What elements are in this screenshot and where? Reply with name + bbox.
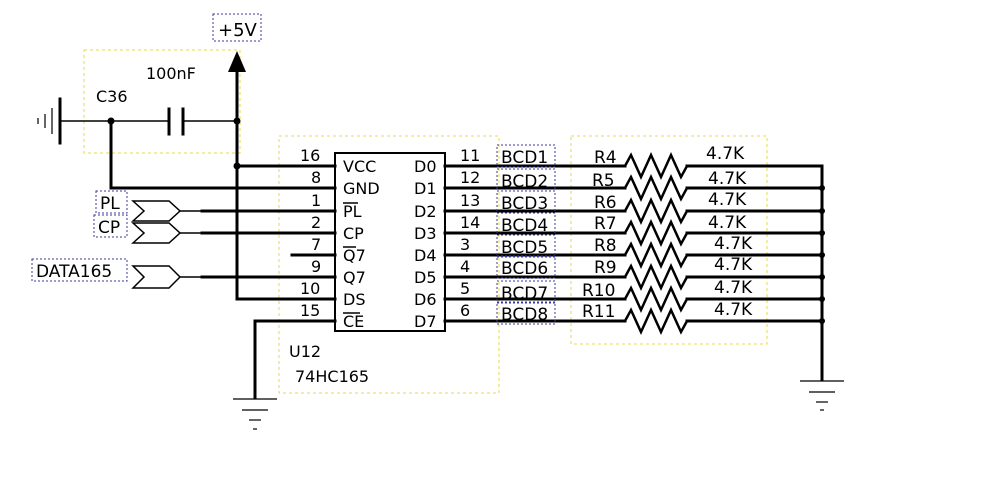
net-label: BCD1 (501, 148, 548, 168)
pin-number: 5 (460, 279, 470, 298)
chip-part: 74HC165 (295, 367, 369, 386)
net-label: BCD7 (501, 284, 548, 304)
pin-name: D6 (414, 290, 437, 309)
power-label: +5V (218, 20, 258, 41)
pin-name: D2 (414, 202, 437, 221)
pin-name: D1 (414, 179, 437, 198)
net-label-box (496, 144, 556, 168)
resistor-value: 4.7K (708, 190, 747, 210)
chip-outline (278, 135, 500, 394)
pin-name: VCC (343, 157, 376, 176)
resistor-value: 4.7K (714, 300, 753, 320)
port-data-label-box (31, 258, 128, 282)
pin-name: D7 (414, 312, 437, 331)
resistor-ref: R4 (594, 148, 617, 168)
net-label-box (496, 280, 556, 304)
pin-number: 4 (460, 257, 470, 276)
pin-name: DS (343, 290, 365, 309)
net-label-box (496, 234, 556, 258)
pin-number: 12 (460, 168, 480, 187)
pin-number: 8 (311, 168, 321, 187)
pin-number: 6 (460, 301, 470, 320)
resistor-ref: R8 (594, 236, 617, 256)
chip-body (334, 152, 446, 332)
resistor-value: 4.7K (708, 169, 747, 189)
pin-name: GND (343, 179, 380, 198)
net-label: BCD5 (501, 238, 548, 258)
port-pl-label: PL (100, 194, 120, 214)
net-label-box (496, 255, 556, 279)
resistor-value: 4.7K (714, 278, 753, 298)
resistor-value: 4.7K (714, 234, 753, 254)
resistor-ref: R5 (592, 171, 615, 191)
net-label: BCD8 (501, 305, 548, 325)
resistor-ref: R10 (582, 281, 615, 301)
pin-number: 1 (311, 191, 321, 210)
net-label: BCD4 (501, 216, 548, 236)
resistor-value: 4.7K (708, 213, 747, 233)
capacitor-value: 100nF (146, 64, 196, 83)
output-wires (443, 164, 627, 323)
port-data-label: DATA165 (36, 262, 112, 282)
pin-name: CP (343, 224, 364, 243)
pin-number: 9 (311, 257, 321, 276)
bus-ground-icon (800, 380, 844, 411)
port-pl-label-box (95, 190, 128, 214)
pin-name: D3 (414, 224, 437, 243)
chip-ground-icon (233, 398, 277, 430)
pin-number: 16 (300, 146, 320, 165)
resistor-array-outline (570, 135, 768, 345)
pin-number: 7 (311, 235, 321, 254)
pin-number: 13 (460, 191, 480, 210)
pin-name: D4 (414, 246, 437, 265)
pin-name: CE (343, 312, 364, 331)
capacitor-outline (83, 49, 241, 154)
pin-number: 2 (311, 213, 321, 232)
pin-number: 11 (460, 146, 480, 165)
resistor-ref: R7 (594, 214, 617, 234)
capacitor-ref: C36 (96, 87, 128, 106)
power-label-box (212, 13, 262, 42)
pin-number: 15 (300, 301, 320, 320)
resistor-ref: R9 (594, 258, 617, 278)
resistor-output-wires (685, 164, 824, 382)
port-cp-label-box (93, 214, 128, 238)
net-label: BCD6 (501, 259, 548, 279)
pin-number: 10 (300, 279, 320, 298)
net-label: BCD3 (501, 194, 548, 214)
resistor-value: 4.7K (714, 255, 753, 275)
net-label-box (496, 301, 556, 325)
pin-name: Q7 (343, 246, 366, 265)
chip-ref: U12 (289, 342, 321, 361)
resistor-symbols (623, 151, 689, 336)
bus-junctions (819, 185, 825, 324)
pin-name: PL (343, 202, 362, 221)
port-cp-arrow-icon (131, 222, 182, 244)
net-label: BCD2 (501, 172, 548, 192)
resistor-value: 4.7K (706, 144, 745, 164)
resistor-ref: R6 (594, 193, 617, 213)
pin-name: Q7 (343, 268, 366, 287)
pin-name: D0 (414, 157, 437, 176)
port-data-arrow-icon (131, 265, 182, 289)
pin-name: D5 (414, 268, 437, 287)
pin-number: 3 (460, 235, 470, 254)
port-pl-arrow-icon (131, 200, 182, 222)
pin-number: 14 (460, 213, 480, 232)
power-arrow-icon (228, 51, 246, 72)
resistor-ref: R11 (582, 302, 615, 322)
port-cp-label: CP (98, 218, 120, 238)
